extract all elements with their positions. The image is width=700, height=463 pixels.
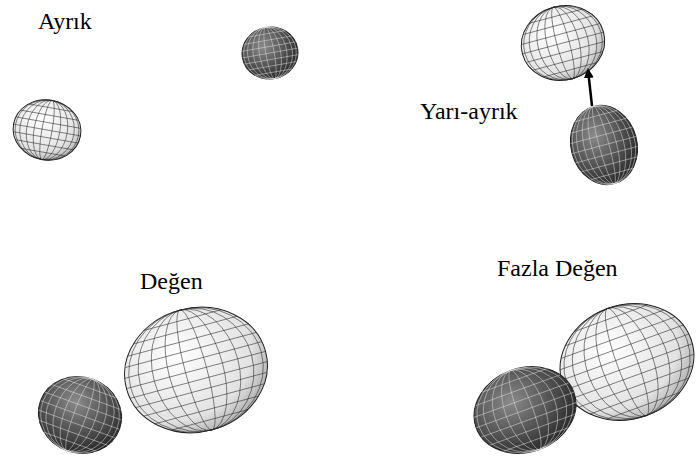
parallel-line	[474, 383, 569, 417]
star-body	[28, 365, 133, 463]
parallel-line	[476, 392, 574, 428]
parallel-line	[575, 110, 617, 121]
parallel-line	[244, 36, 292, 44]
parallel-line	[521, 24, 600, 45]
configuration-label: Değen	[140, 268, 203, 294]
meridian-line	[521, 0, 605, 87]
parallel-line	[522, 32, 603, 54]
star-body	[562, 98, 646, 192]
parallel-line	[52, 385, 120, 410]
mass-transfer-arrow	[588, 70, 592, 106]
parallel-line	[526, 41, 605, 62]
parallel-line	[574, 305, 647, 332]
parallel-line	[576, 146, 638, 163]
parallel-line	[481, 403, 576, 437]
meridian-line	[240, 23, 301, 83]
star-sphere	[8, 95, 85, 166]
parallel-line	[248, 31, 284, 37]
parallel-line	[560, 325, 683, 370]
meridian-line	[10, 95, 83, 165]
parallel-line	[590, 378, 689, 414]
parallel-line	[248, 62, 296, 70]
parallel-line	[136, 372, 267, 407]
configuration-label: Fazla Değen	[497, 255, 618, 281]
parallel-line	[130, 362, 267, 399]
parallel-line	[523, 16, 593, 35]
star-sphere	[562, 98, 646, 192]
parallel-line	[128, 324, 248, 356]
meridian-line	[30, 366, 130, 463]
parallel-line	[572, 136, 636, 153]
parallel-line	[565, 310, 664, 346]
meridian-line	[568, 100, 640, 191]
meridian-line	[564, 98, 645, 191]
configuration-label: Ayrık	[38, 8, 92, 34]
parallel-line	[39, 420, 107, 445]
star-sphere	[238, 23, 302, 84]
star-body	[513, 0, 613, 90]
parallel-line	[21, 148, 65, 156]
parallel-line	[562, 334, 689, 380]
parallel-line	[133, 316, 237, 344]
parallel-line	[21, 110, 79, 120]
star-body	[110, 291, 281, 448]
meridian-line	[583, 300, 671, 425]
star-sphere	[462, 353, 588, 463]
meridian-line	[472, 356, 579, 463]
parallel-line	[15, 140, 73, 150]
parallel-line	[571, 127, 633, 144]
parallel-line	[155, 396, 259, 424]
parallel-line	[144, 310, 221, 331]
parallel-line	[44, 432, 96, 451]
parallel-line	[29, 104, 73, 112]
meridian-line	[124, 295, 267, 445]
parallel-line	[171, 410, 248, 431]
meridian-line	[515, 0, 610, 89]
meridian-line	[35, 368, 124, 462]
parallel-line	[144, 384, 264, 416]
parallel-line	[533, 51, 603, 70]
star-body	[238, 23, 302, 84]
parallel-line	[482, 369, 547, 393]
parallel-line	[125, 342, 262, 379]
parallel-line	[125, 332, 256, 367]
parallel-line	[571, 354, 694, 399]
parallel-line	[565, 344, 692, 390]
star-sphere	[28, 365, 133, 463]
parallel-line	[606, 392, 679, 419]
parallel-line	[579, 366, 693, 407]
parallel-line	[255, 69, 291, 75]
parallel-line	[503, 428, 568, 452]
star-body	[462, 353, 588, 463]
star-sphere	[110, 291, 281, 448]
parallel-line	[126, 351, 265, 388]
parallel-line	[561, 317, 675, 358]
meridian-line	[115, 293, 278, 448]
meridian-line	[598, 305, 656, 419]
star-body	[8, 95, 85, 166]
parallel-line	[14, 124, 81, 136]
parallel-line	[529, 9, 583, 23]
configuration-label: Yarı-ayrık	[420, 98, 518, 124]
parallel-line	[591, 168, 633, 179]
parallel-line	[64, 379, 116, 398]
meridian-line	[465, 354, 586, 463]
star-sphere	[513, 0, 613, 90]
meridian-line	[556, 290, 697, 434]
